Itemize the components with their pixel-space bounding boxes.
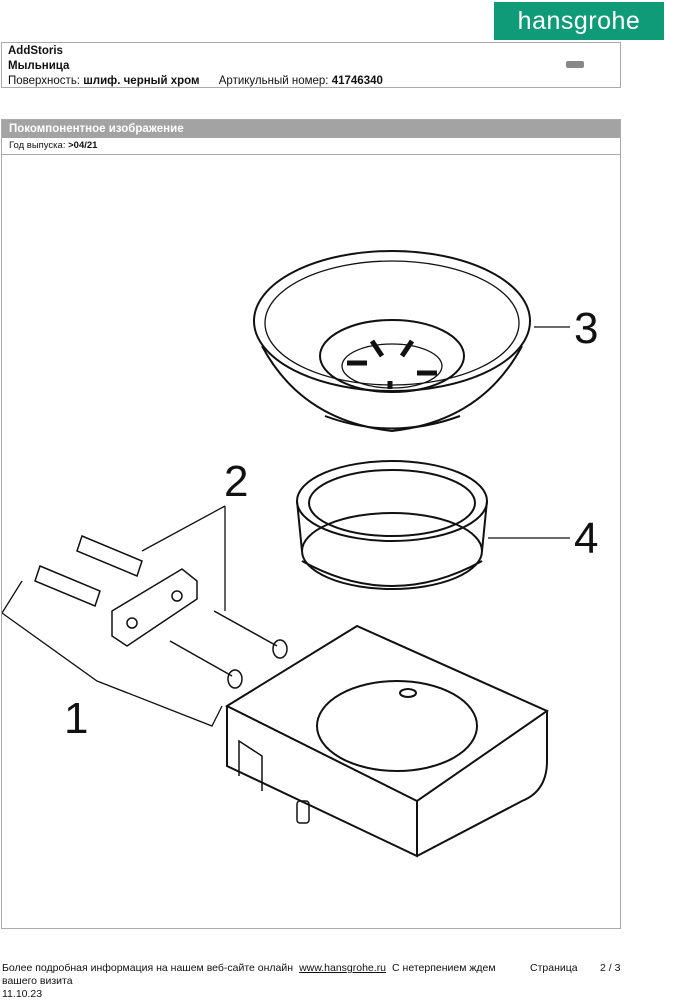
callout-2: 2: [224, 457, 248, 506]
wall-plate: [111, 568, 198, 647]
product-name: Мыльница: [8, 60, 70, 72]
hansgrohe-logo: hansgrohe: [494, 2, 664, 40]
exploded-view-section: Покомпонентное изображение Год выпуска: …: [1, 119, 621, 929]
product-thumbnail: [566, 61, 584, 68]
soap-dish-bowl: [253, 250, 531, 433]
surface-label: Поверхность:: [8, 75, 81, 87]
article-value: 41746340: [331, 75, 383, 87]
product-header: AddStoris Мыльница Поверхность: шлиф. че…: [1, 42, 621, 88]
year-value: >04/21: [68, 140, 98, 151]
callout-4: 4: [574, 514, 598, 563]
page-number: 2 / 3: [600, 962, 621, 974]
callout-1: 1: [64, 694, 88, 743]
surface-value: шлиф. черный хром: [83, 75, 200, 87]
website-link[interactable]: www.hansgrohe.ru: [299, 962, 387, 974]
leader-lines: [2, 326, 570, 727]
wall-dowels: [34, 534, 143, 608]
product-line: AddStoris: [8, 45, 63, 57]
year-label: Год выпуска:: [9, 140, 66, 151]
release-year: Год выпуска: >04/21: [2, 138, 620, 155]
footer: Более подробная информация на нашем веб-…: [2, 962, 642, 1001]
article-label: Артикульный номер:: [218, 75, 329, 87]
footer-visit: С нетерпением ждем: [392, 962, 496, 974]
ring-insert: [296, 460, 488, 590]
holder-bracket: [224, 624, 550, 858]
footer-visit-2: вашего визита: [2, 975, 73, 987]
footer-date: 11.10.23: [2, 988, 43, 1000]
exploded-view-drawing: 3 4 2 1: [2, 250, 598, 858]
section-title: Покомпонентное изображение: [2, 120, 620, 138]
page-label: Страница: [530, 962, 578, 974]
footer-info: Более подробная информация на нашем веб-…: [2, 962, 294, 974]
screws: [169, 610, 288, 689]
callout-3: 3: [574, 304, 598, 353]
